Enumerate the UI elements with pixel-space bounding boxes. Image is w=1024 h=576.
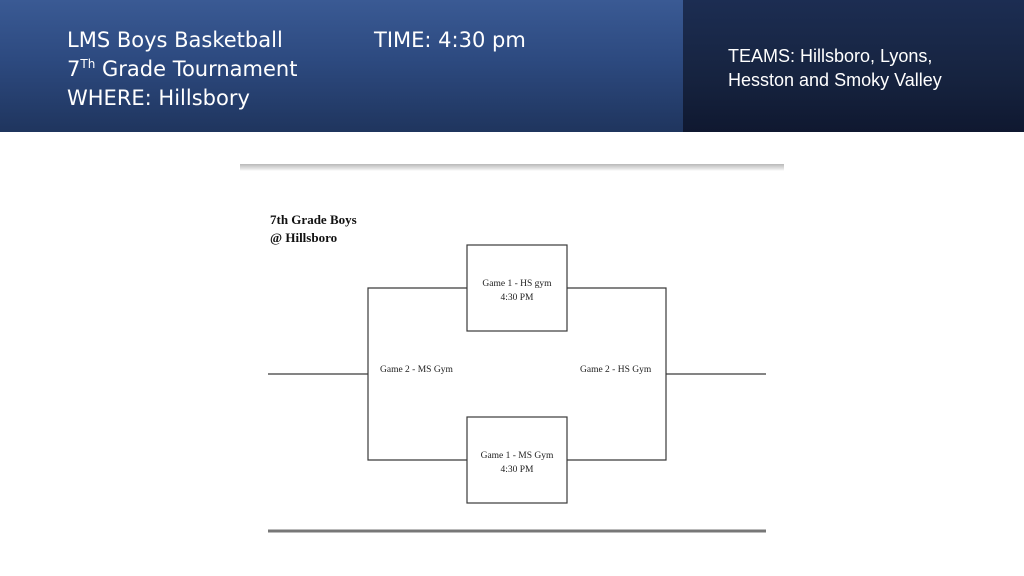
grade-superscript: Th bbox=[80, 57, 96, 71]
header-title-block: LMS Boys Basketball 7Th Grade Tournament… bbox=[67, 26, 297, 113]
right-final-label: Game 2 - HS Gym bbox=[580, 365, 652, 375]
grade-text: Grade Tournament bbox=[95, 57, 298, 81]
top-game-time: 4:30 PM bbox=[501, 293, 535, 303]
top-game-name: Game 1 - HS gym bbox=[482, 279, 552, 289]
teams-line-2: Hesston and Smoky Valley bbox=[728, 70, 942, 90]
bottom-game-time: 4:30 PM bbox=[501, 465, 535, 475]
bracket-location: @ Hillsboro bbox=[270, 230, 337, 245]
teams-panel bbox=[683, 0, 1024, 132]
header-grade: 7Th Grade Tournament bbox=[67, 55, 297, 84]
header-time: TIME: 4:30 pm bbox=[374, 28, 526, 52]
header-title: LMS Boys Basketball bbox=[67, 28, 283, 52]
teams-text: TEAMS: Hillsboro, Lyons, Hesston and Smo… bbox=[728, 44, 942, 92]
header-where: WHERE: Hillsbory bbox=[67, 86, 250, 110]
bottom-game-name: Game 1 - MS Gym bbox=[481, 451, 554, 461]
left-final-label: Game 2 - MS Gym bbox=[380, 365, 453, 375]
header-banner bbox=[0, 0, 683, 132]
bracket-title: 7th Grade Boys bbox=[270, 212, 357, 227]
document-top-edge bbox=[240, 164, 784, 171]
grade-number: 7 bbox=[67, 57, 81, 81]
bracket-lines bbox=[268, 244, 766, 504]
teams-line-1: TEAMS: Hillsboro, Lyons, bbox=[728, 46, 933, 66]
